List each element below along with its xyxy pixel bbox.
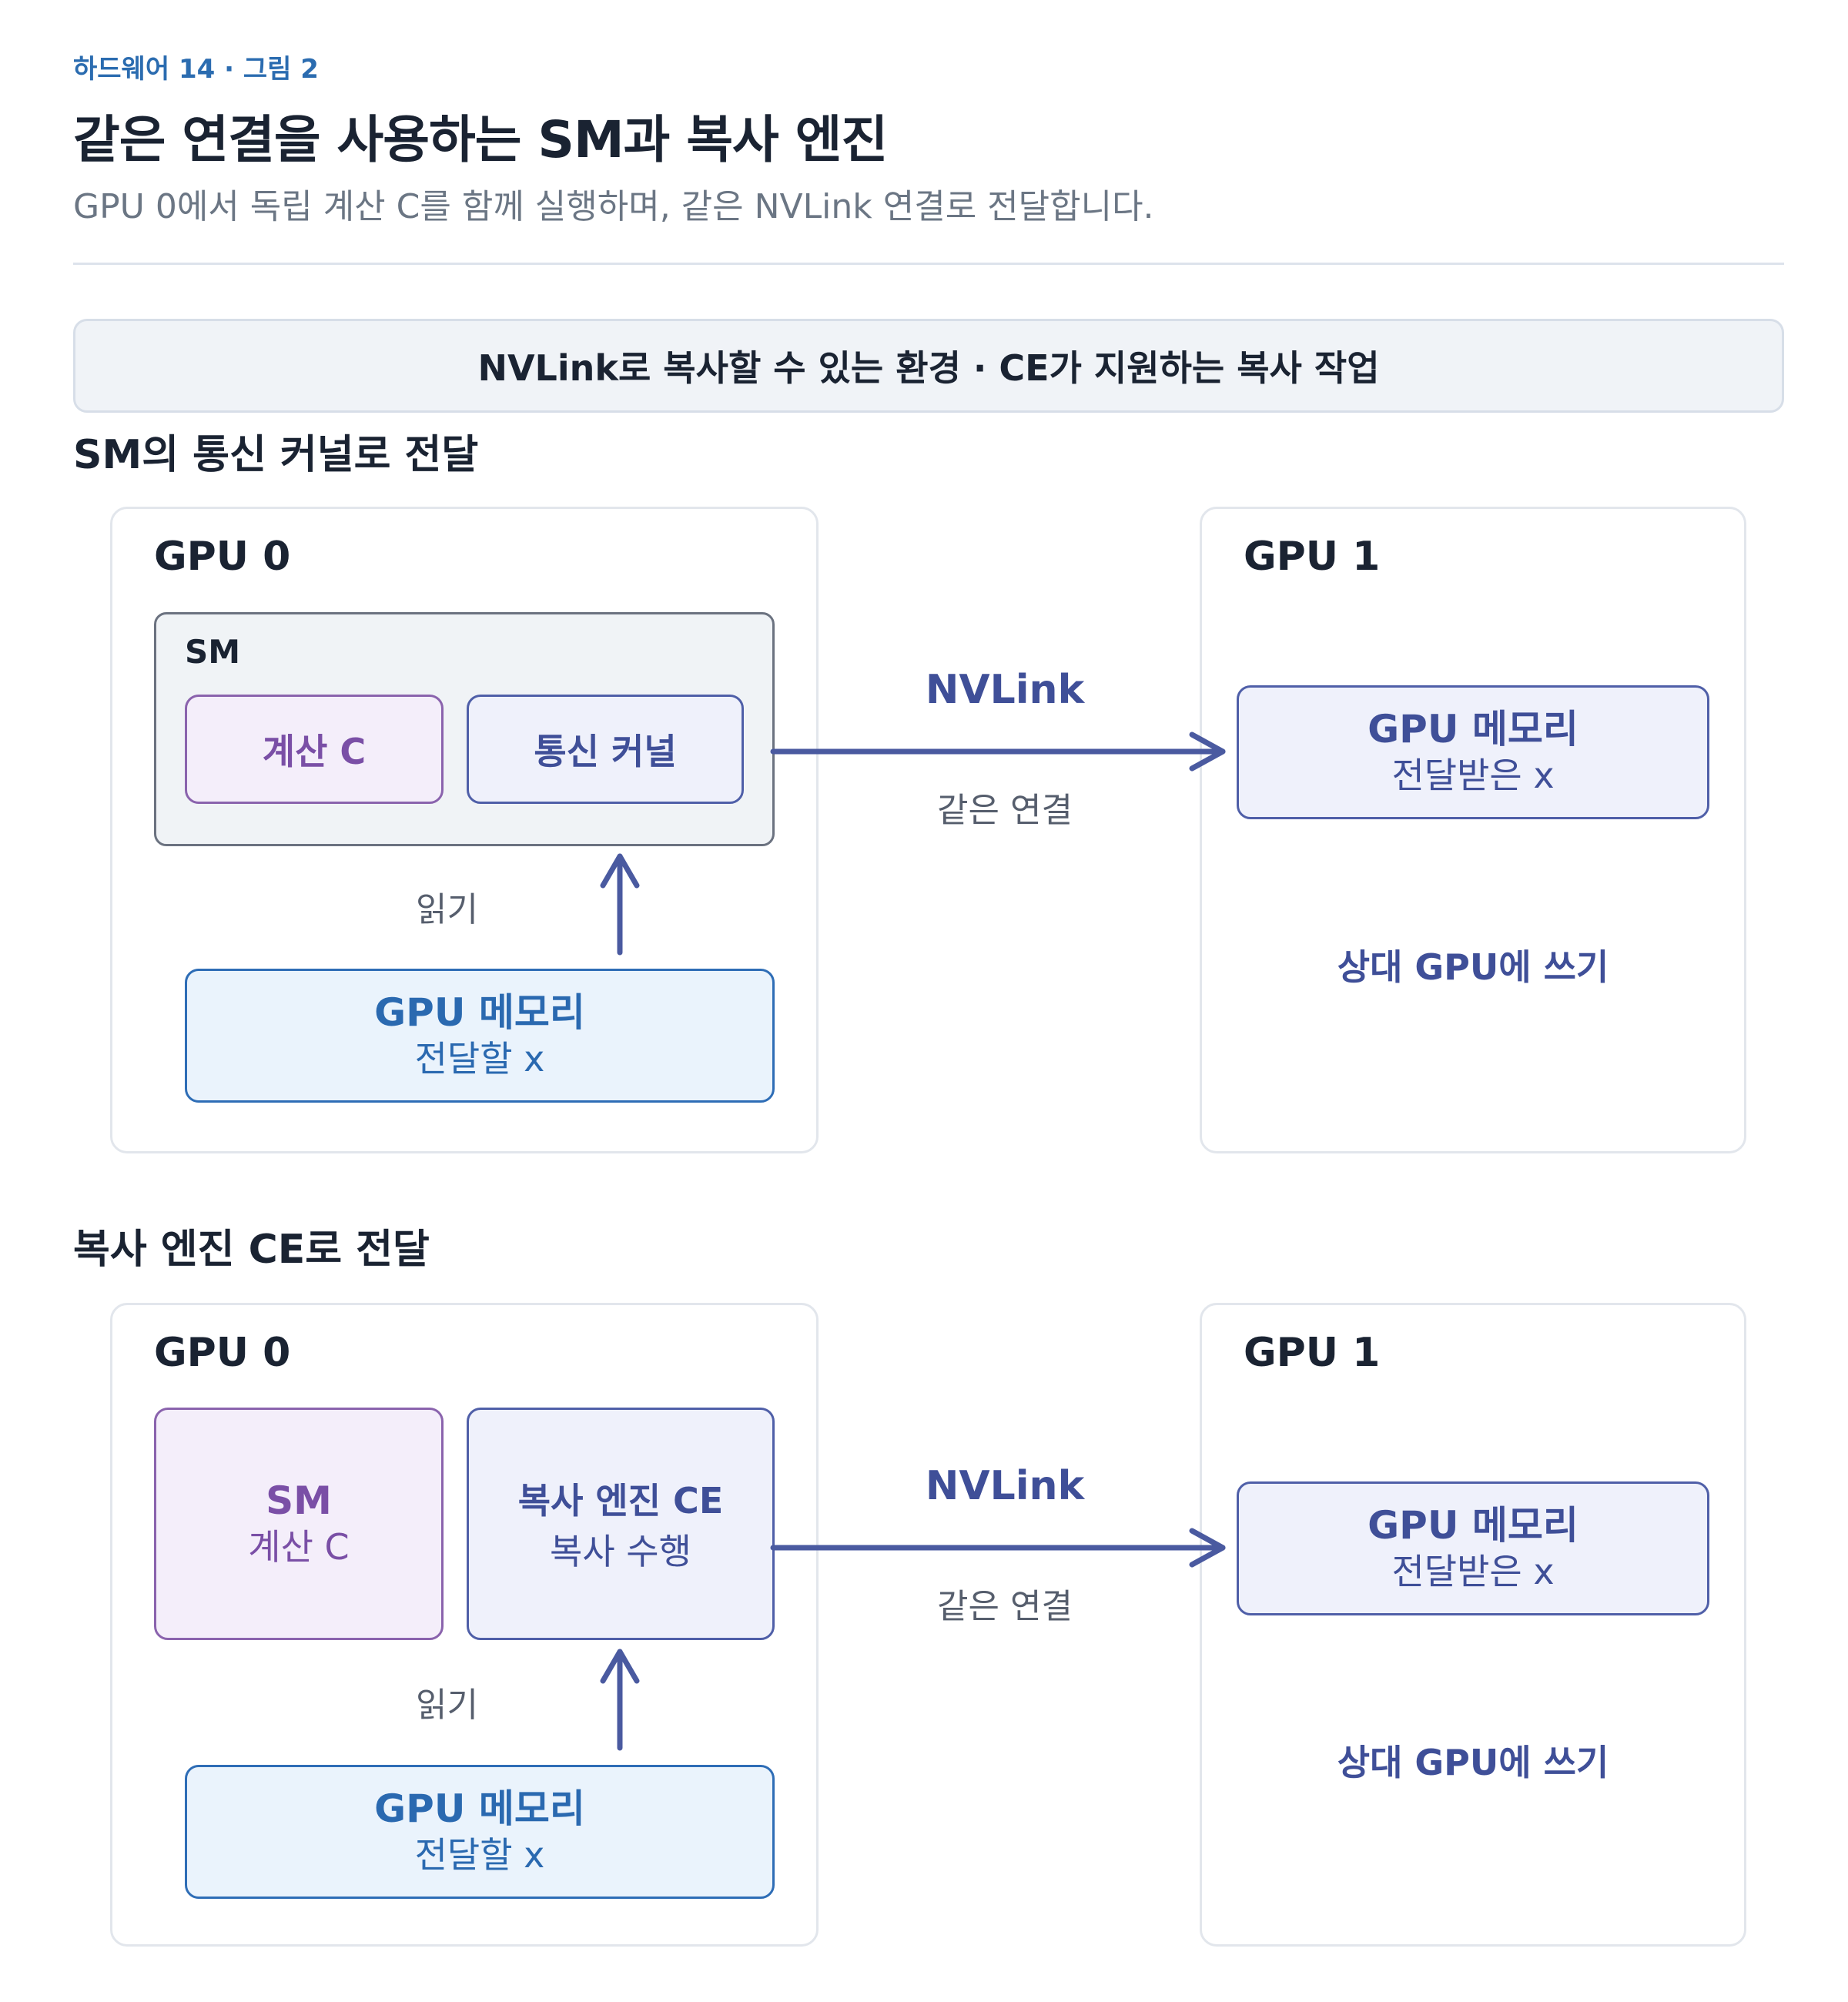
read-arrowhead xyxy=(600,853,640,889)
source-memory-node: GPU 메모리 전달할 x xyxy=(185,969,775,1103)
gpu0-title-ce: GPU 0 xyxy=(154,1330,291,1376)
comm-kernel-node: 통신 커널 xyxy=(467,695,744,804)
source-memory-sub-ce: 전달할 x xyxy=(414,1834,545,1876)
page-title: 같은 연결을 사용하는 SM과 복사 엔진 xyxy=(73,110,888,169)
sm-node-title: SM xyxy=(266,1478,332,1523)
dest-memory-node: GPU 메모리 전달받은 x xyxy=(1237,685,1709,819)
dest-memory-title-ce: GPU 메모리 xyxy=(1368,1502,1578,1548)
read-label-ce: 읽기 xyxy=(416,1686,478,1725)
header-divider xyxy=(73,263,1784,265)
same-link-label-ce: 같은 연결 xyxy=(937,1587,1073,1626)
nvlink-arrowhead xyxy=(1189,732,1226,772)
copy-engine-title: 복사 엔진 CE xyxy=(517,1480,724,1522)
sm-label: SM xyxy=(185,633,241,671)
remote-write-label: 상대 GPU에 쓰기 xyxy=(1337,946,1609,988)
nvlink-label-ce: NVLink xyxy=(925,1463,1085,1509)
compute-c-label: 계산 C xyxy=(262,731,367,772)
same-link-label: 같은 연결 xyxy=(937,791,1073,830)
section-title-sm-kernel: SM의 통신 커널로 전달 xyxy=(73,432,479,478)
source-memory-sub: 전달할 x xyxy=(414,1038,545,1080)
sm-node-sub: 계산 C xyxy=(248,1526,350,1568)
gpu1-title-ce: GPU 1 xyxy=(1244,1330,1381,1376)
gpu1-title: GPU 1 xyxy=(1244,534,1381,580)
dest-memory-node-ce: GPU 메모리 전달받은 x xyxy=(1237,1481,1709,1615)
dest-memory-title: GPU 메모리 xyxy=(1368,706,1578,752)
context-banner: NVLink로 복사할 수 있는 환경 · CE가 지원하는 복사 작업 xyxy=(73,319,1784,413)
source-memory-node-ce: GPU 메모리 전달할 x xyxy=(185,1765,775,1899)
page-subtitle: GPU 0에서 독립 계산 C를 함께 실행하며, 같은 NVLink 연결로 … xyxy=(73,187,1154,226)
section-title-copy-engine: 복사 엔진 CE로 전달 xyxy=(73,1227,430,1273)
source-memory-title: GPU 메모리 xyxy=(374,989,585,1035)
dest-memory-sub-ce: 전달받은 x xyxy=(1391,1551,1555,1593)
copy-engine-sub: 복사 수행 xyxy=(550,1531,691,1572)
dest-memory-sub: 전달받은 x xyxy=(1391,755,1555,797)
comm-kernel-label: 통신 커널 xyxy=(534,731,677,772)
gpu1-panel-ce xyxy=(1200,1303,1746,1947)
sm-node: SM 계산 C xyxy=(154,1408,444,1640)
source-memory-title-ce: GPU 메모리 xyxy=(374,1786,585,1831)
nvlink-label: NVLink xyxy=(925,667,1085,713)
read-label: 읽기 xyxy=(416,890,478,929)
read-arrowhead-ce xyxy=(600,1649,640,1684)
remote-write-label-ce: 상대 GPU에 쓰기 xyxy=(1337,1742,1609,1783)
figure-eyebrow: 하드웨어 14 · 그림 2 xyxy=(73,54,319,85)
gpu0-title: GPU 0 xyxy=(154,534,291,580)
copy-engine-node: 복사 엔진 CE 복사 수행 xyxy=(467,1408,775,1640)
nvlink-arrowhead-ce xyxy=(1189,1528,1226,1568)
compute-c-node: 계산 C xyxy=(185,695,444,804)
gpu1-panel xyxy=(1200,507,1746,1153)
